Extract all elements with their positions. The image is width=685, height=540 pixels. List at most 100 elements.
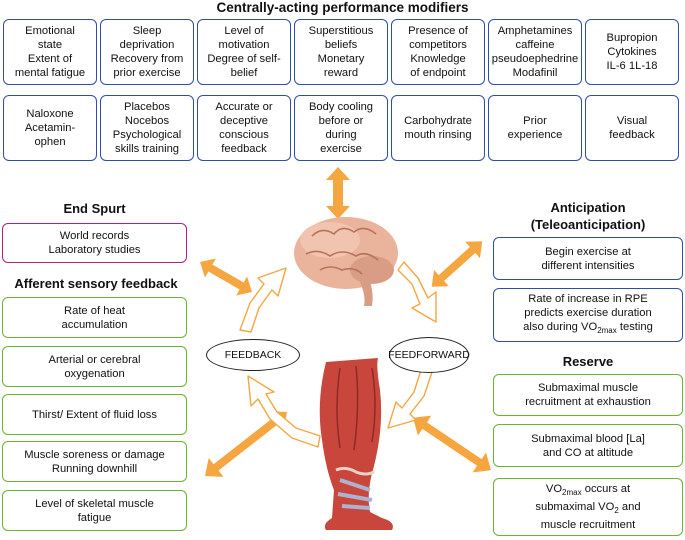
double-arrow-top [326, 167, 350, 219]
box-line: motivation [218, 39, 270, 51]
box-line: experience [507, 129, 563, 141]
box-line: state [37, 39, 63, 51]
box-line: feedback [221, 143, 267, 155]
double-arrow-reserve [413, 415, 491, 473]
box-line: Naloxone [26, 108, 74, 120]
box-line: mouth rinsing [404, 129, 472, 141]
anticipation-box-2: Rate of increase in RPE predicts exercis… [493, 288, 683, 342]
afferent-heading: Afferent sensory feedback [14, 276, 178, 291]
box-line: accumulation [61, 318, 128, 331]
box-line: mental fatigue [14, 67, 86, 79]
reserve-box-2: Submaximal blood [La]and CO at altitude [493, 424, 683, 467]
box-line: Emotional [25, 25, 75, 37]
box-line: caffeine [515, 39, 555, 51]
leg-muscles-icon [319, 358, 393, 530]
box-line: prior exercise [113, 67, 181, 79]
box-line: deprivation [119, 39, 175, 51]
box-line: Cytokines [607, 46, 657, 58]
double-arrow-anticipation [431, 241, 483, 287]
box-line: Placebos [123, 101, 171, 113]
box-line: Monetary [317, 53, 365, 65]
box-line: Arterial or cerebral [48, 353, 141, 366]
page-title: Centrally-acting performance modifiers [216, 0, 469, 15]
box-line: exercise [320, 143, 362, 155]
brain-icon [294, 217, 398, 306]
afferent-box-3: Thirst/ Extent of fluid loss [2, 394, 187, 435]
box-line: Degree of self- [207, 53, 281, 65]
box-line: Thirst/ Extent of fluid loss [32, 408, 157, 421]
double-arrow-end-spurt [200, 258, 252, 296]
box-line: beliefs [324, 39, 358, 51]
end-spurt-heading: End Spurt [63, 201, 126, 216]
box-line: Psychological [112, 129, 182, 141]
box-line: belief [230, 67, 258, 79]
box-line: fatigue [77, 511, 112, 524]
box-line: Acetamin- [24, 122, 76, 134]
top-row2-box-5: Carbohydrate mouth rinsing [391, 95, 485, 161]
box-line: Body cooling [308, 101, 374, 113]
box-line: of endpoint [410, 67, 466, 79]
reserve-box-3: VO2max occurs at submaximal VO2 and musc… [493, 478, 683, 536]
box-line: skills training [114, 143, 180, 155]
cycle-arrow-left-upper [239, 267, 287, 333]
box-line: Superstitious [308, 25, 374, 37]
cycle-arrow-right-upper [397, 261, 437, 323]
box-line: Nocebos [124, 115, 170, 127]
box-line: Recovery from [110, 53, 184, 65]
box-line: Presence of [408, 25, 468, 37]
feedback-label: FEEDBACK [206, 339, 300, 371]
box-line: before or [318, 115, 364, 127]
cycle-arrow-left-lower [247, 375, 321, 448]
box-line: Knowledge [410, 53, 466, 65]
top-row2-box-6: Prior experience [488, 95, 582, 161]
box-line: Level of [224, 25, 264, 37]
box-line: during [325, 129, 357, 141]
top-row2-box-7: Visual feedback [585, 95, 679, 161]
box-line: Extent of [27, 53, 73, 65]
top-row2-box-3: Accurate or deceptive conscious feedback [197, 95, 291, 161]
box-line: Rate of heat [64, 304, 125, 317]
box-line: Modafinil [512, 67, 558, 79]
box-line: Bupropion [606, 32, 658, 44]
feedforward-label: FEEDFORWARD [388, 337, 470, 373]
box-line: reward [323, 67, 359, 79]
box-line: Prior [523, 115, 547, 127]
box-line: feedback [609, 129, 655, 141]
double-arrow-afferent [205, 411, 287, 477]
top-row2-box-4: Body cooling before or during exercise [294, 95, 388, 161]
box-line: Level of skeletal muscle [35, 497, 154, 510]
box-line: competitors [409, 39, 467, 51]
box-line: Visual [616, 115, 648, 127]
box-line: Muscle soreness or damage [24, 448, 165, 461]
reserve-heading: Reserve [562, 354, 614, 369]
box-line: Amphetamines [497, 25, 573, 37]
box-line: deceptive [220, 115, 268, 127]
box-line: Accurate or [215, 101, 273, 113]
box-line: Running downhill [51, 462, 138, 475]
box-line: pseudoephedrine [491, 53, 579, 65]
box-line: ophen [34, 136, 66, 148]
box-line: conscious [219, 129, 269, 141]
box-line: Carbohydrate [404, 115, 472, 127]
anticipation-heading: Anticipation (Teleoanticipation) [530, 200, 646, 232]
cycle-arrow-right-lower [387, 369, 433, 429]
box-line: Sleep [132, 25, 162, 37]
